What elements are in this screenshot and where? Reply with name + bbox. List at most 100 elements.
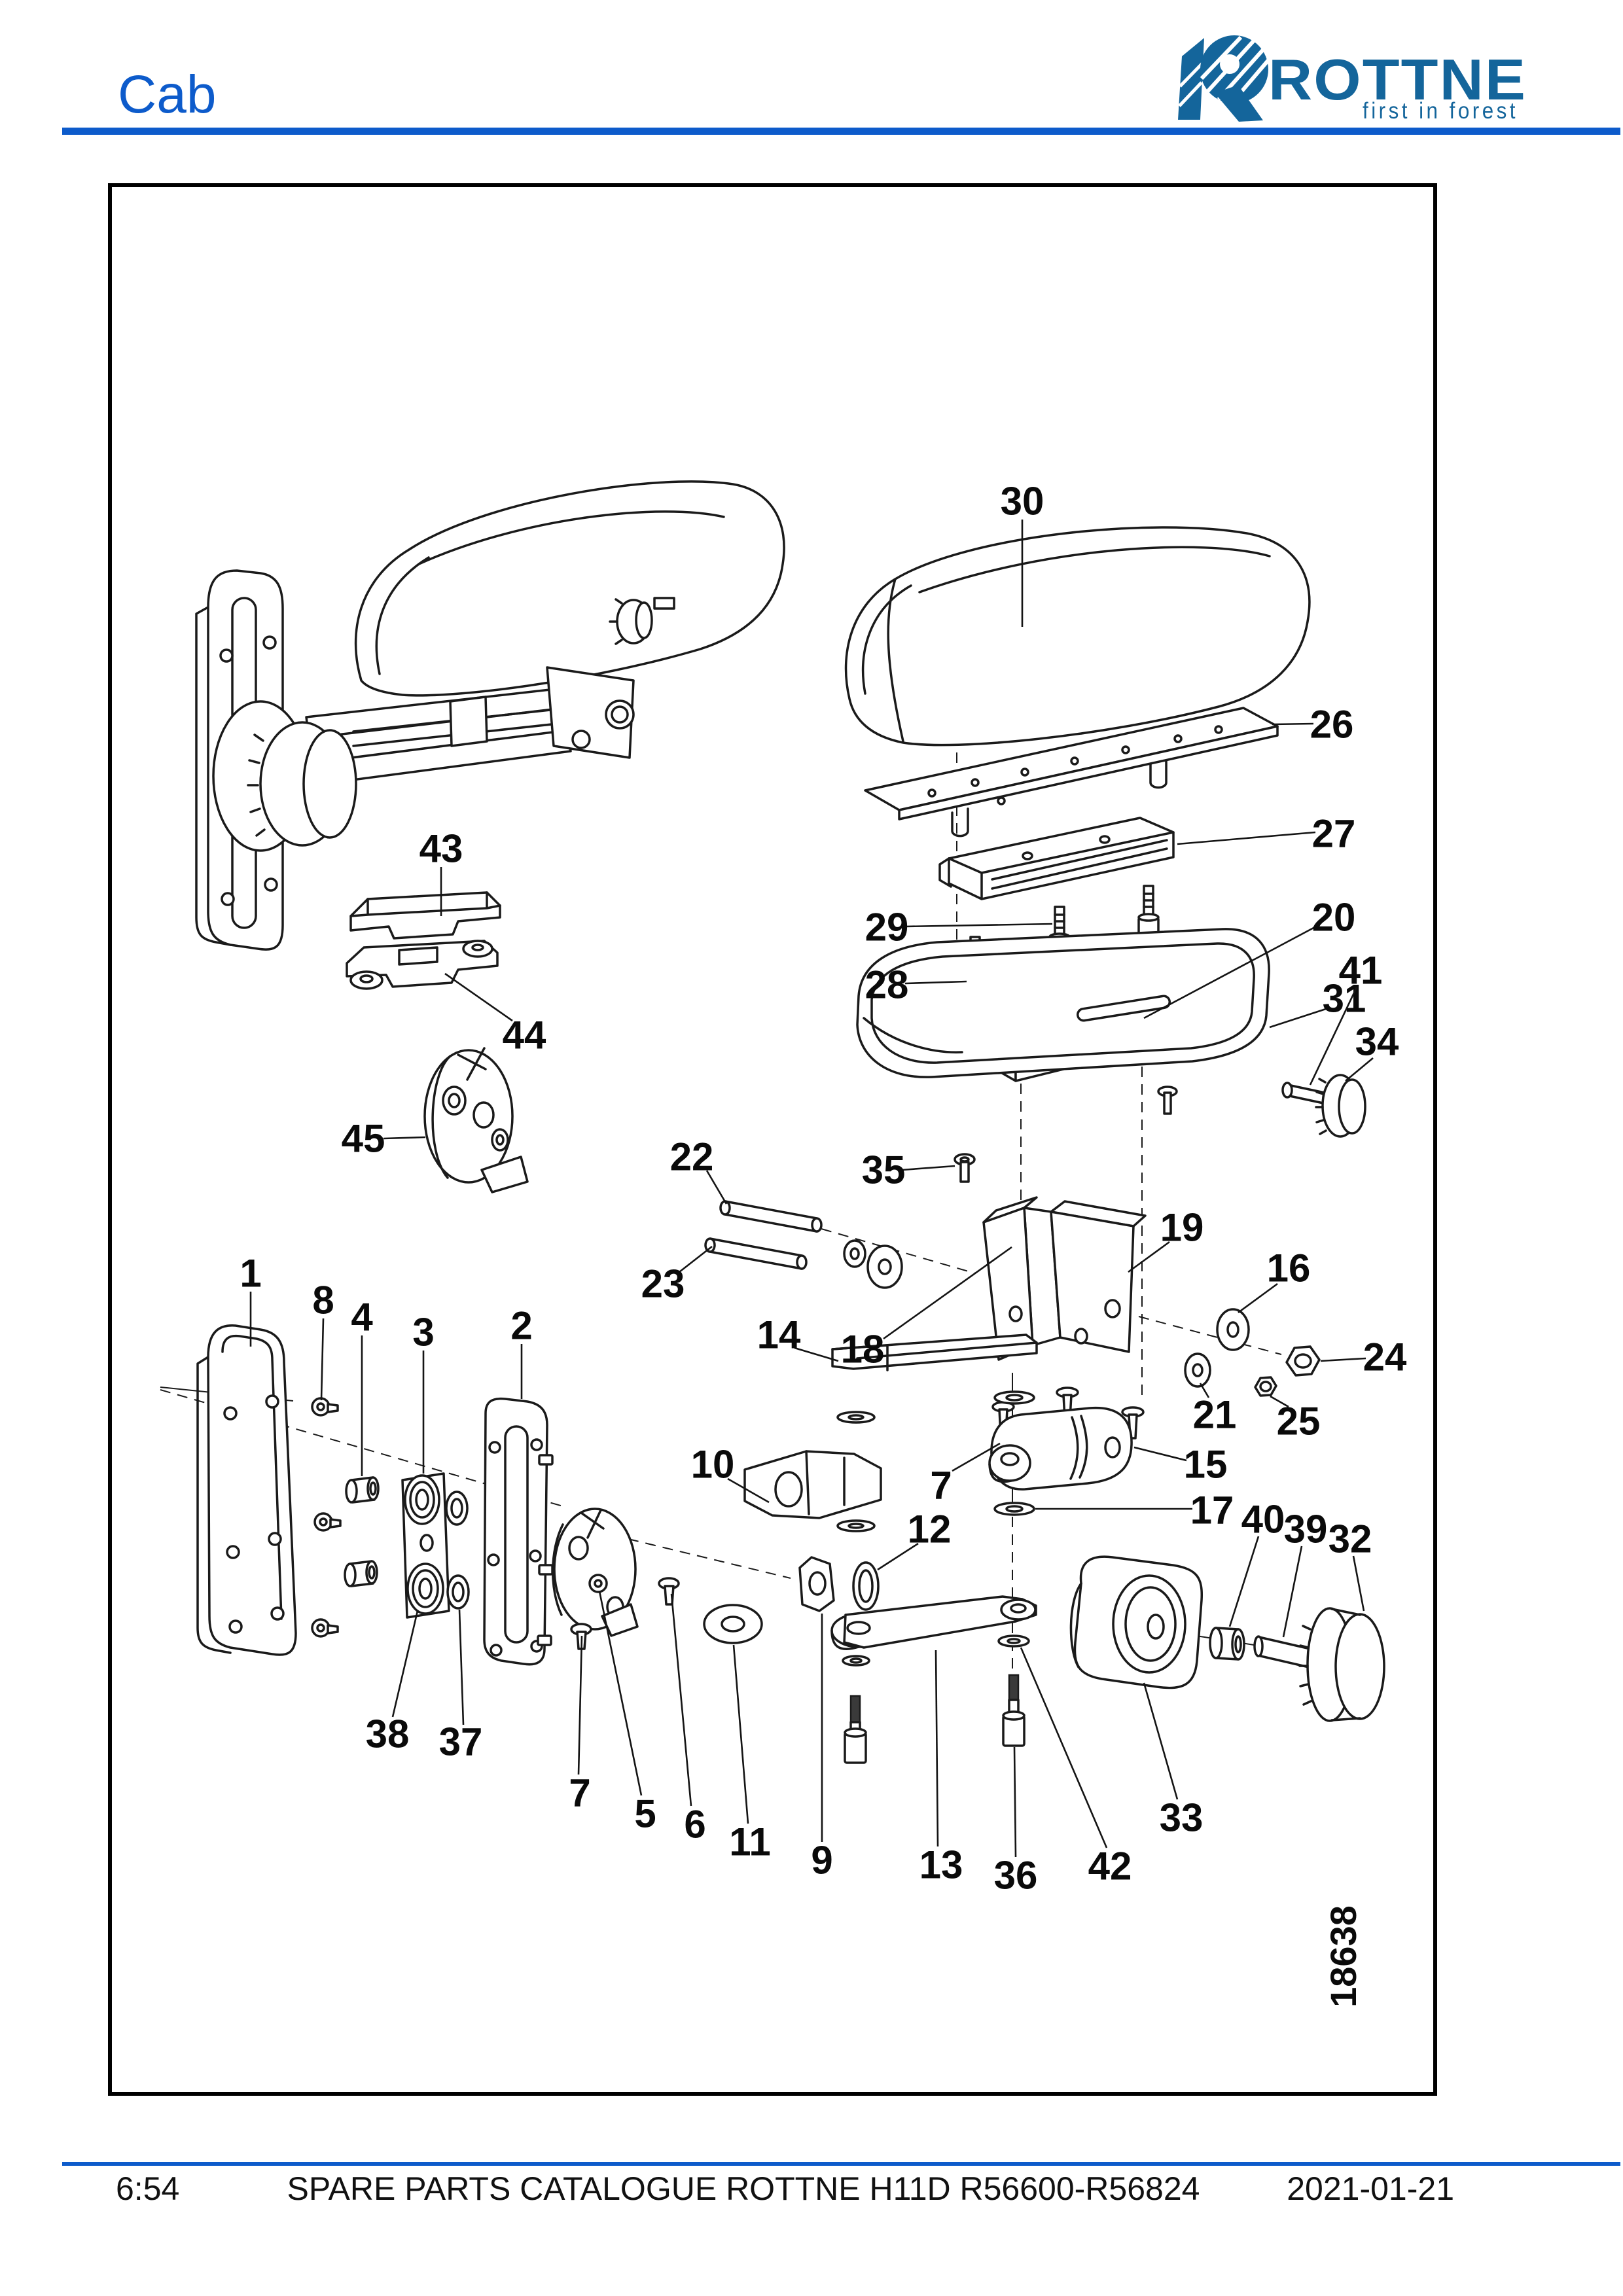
- part-number-25: 25: [1277, 1400, 1321, 1443]
- leader-line-45: [383, 1136, 426, 1140]
- leader-line-13: [935, 1650, 939, 1847]
- leader-line-12: [877, 1542, 919, 1571]
- part-number-29: 29: [865, 906, 909, 949]
- part-flat-washers: [836, 1390, 1035, 1532]
- leader-line-21: [1199, 1383, 1210, 1398]
- part-number-19: 19: [1160, 1206, 1204, 1250]
- part-number-7: 7: [930, 1464, 952, 1508]
- part-number-42: 42: [1088, 1845, 1132, 1888]
- leader-line-22: [705, 1170, 728, 1205]
- part-knob-34: [1315, 1074, 1366, 1138]
- rottne-logo-mark: [1178, 35, 1270, 122]
- header: Cab ROTTNE first in forest: [62, 35, 1620, 135]
- part-bracket-18-19: [982, 1196, 1147, 1361]
- leader-line-35: [901, 1165, 955, 1171]
- part-nut-24: [1285, 1345, 1321, 1377]
- footer-rule: [62, 2162, 1620, 2166]
- part-number-44: 44: [503, 1014, 546, 1057]
- part-clevis-15: [988, 1407, 1133, 1491]
- leader-line-32: [1352, 1555, 1365, 1612]
- leader-line-37: [458, 1609, 465, 1725]
- part-block-10: [743, 1450, 882, 1519]
- diagram-border: [108, 183, 1437, 2096]
- part-number-26: 26: [1310, 703, 1354, 747]
- logo-wordmark: ROTTNE: [1268, 47, 1527, 112]
- part-screw-35: [954, 1153, 976, 1183]
- footer-title: SPARE PARTS CATALOGUE ROTTNE H11D R56600…: [287, 2170, 1200, 2207]
- rottne-logo: ROTTNE first in forest: [1178, 35, 1527, 124]
- part-number-35: 35: [862, 1148, 906, 1192]
- leader-line-33: [1143, 1682, 1179, 1800]
- part-number-34: 34: [1355, 1020, 1399, 1064]
- part-washer-21: [1184, 1352, 1211, 1388]
- part-number-22: 22: [670, 1135, 714, 1179]
- footer-page: 6:54: [116, 2170, 179, 2207]
- armrest-assembly: [195, 480, 785, 951]
- part-clamp-44: [346, 940, 499, 990]
- part-pins-22-23: [704, 1200, 823, 1270]
- part-oring-12: [852, 1561, 880, 1611]
- part-number-1: 1: [240, 1252, 261, 1296]
- part-number-32: 32: [1329, 1517, 1372, 1561]
- part-number-38: 38: [366, 1712, 410, 1756]
- part-number-41: 41: [1339, 949, 1383, 993]
- part-number-14: 14: [757, 1313, 801, 1357]
- leader-line-16: [1238, 1282, 1278, 1314]
- part-plate-26: [864, 707, 1279, 838]
- part-clamp-43: [349, 891, 501, 940]
- page-title: Cab: [118, 65, 216, 124]
- part-number-8: 8: [312, 1279, 334, 1322]
- leader-line-25: [1270, 1395, 1289, 1408]
- part-bolt-39: [1253, 1635, 1311, 1669]
- part-number-4: 4: [351, 1296, 373, 1339]
- part-number-17: 17: [1190, 1489, 1234, 1532]
- leader-line-28: [904, 980, 967, 985]
- part-number-9: 9: [811, 1839, 832, 1882]
- part-hex-plug-9: [798, 1556, 835, 1612]
- leader-line-36: [1013, 1746, 1017, 1858]
- leader-line-38: [391, 1610, 419, 1718]
- leader-line-19: [1128, 1241, 1170, 1273]
- part-bolt-36b: [844, 1695, 867, 1764]
- leader-line-8: [320, 1318, 325, 1401]
- leader-line-44: [444, 972, 513, 1022]
- leader-line-39: [1282, 1545, 1303, 1638]
- part-tray-31: [856, 928, 1270, 1115]
- leader-line-18: [883, 1246, 1012, 1340]
- leader-line-27: [1177, 831, 1316, 845]
- leader-line-41: [1309, 987, 1358, 1086]
- leader-line-7: [577, 1635, 583, 1775]
- leader-line-5: [598, 1591, 643, 1796]
- part-number-39: 39: [1284, 1508, 1328, 1551]
- part-number-37: 37: [439, 1720, 483, 1764]
- logo-tagline: first in forest: [1363, 98, 1518, 124]
- leader-line-23: [679, 1245, 713, 1273]
- part-number-2: 2: [510, 1304, 532, 1348]
- part-bracket-13: [830, 1595, 1037, 1650]
- part-cam-disc: [552, 1508, 639, 1637]
- leader-line-6: [670, 1593, 692, 1807]
- leader-line-11: [732, 1644, 749, 1824]
- leader-line-31: [1269, 1007, 1329, 1029]
- part-number-43: 43: [419, 827, 463, 871]
- part-washer-42: [842, 1634, 1030, 1667]
- part-number-10: 10: [691, 1443, 735, 1487]
- part-bolt-36: [1002, 1674, 1026, 1747]
- leader-line-40: [1228, 1536, 1260, 1627]
- part-washer-16: [1216, 1308, 1250, 1351]
- part-plate-14: [831, 1333, 1038, 1371]
- part-number-28: 28: [865, 963, 909, 1007]
- part-number-20: 20: [1312, 896, 1356, 940]
- part-number-11: 11: [729, 1820, 770, 1864]
- part-number-16: 16: [1267, 1246, 1311, 1290]
- part-number-18: 18: [841, 1328, 885, 1371]
- part-number-3: 3: [412, 1311, 434, 1354]
- footer-date: 2021-01-21: [1287, 2170, 1454, 2207]
- part-number-27: 27: [1312, 812, 1356, 856]
- part-number-13: 13: [919, 1843, 963, 1887]
- part-armrest-pad-30: [844, 526, 1311, 747]
- part-knob-32: [1298, 1607, 1385, 1722]
- leader-line-10: [727, 1477, 770, 1504]
